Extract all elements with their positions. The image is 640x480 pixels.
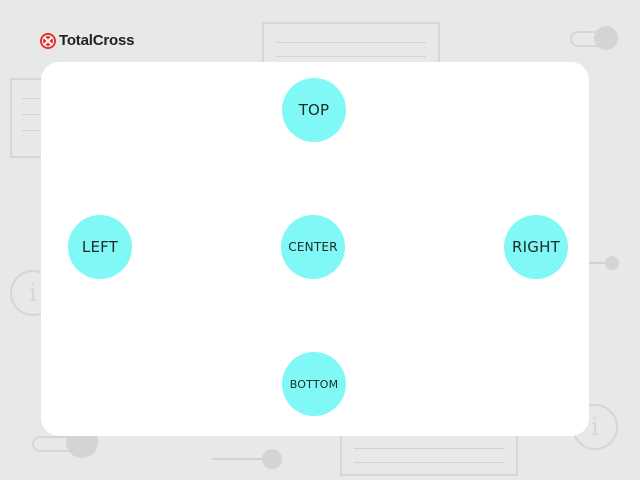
left-button[interactable]: LEFT — [68, 215, 132, 279]
bottom-button[interactable]: BOTTOM — [282, 352, 346, 416]
main-card: TOP LEFT CENTER RIGHT BOTTOM — [41, 62, 589, 436]
brand-logo: TotalCross — [40, 32, 134, 49]
right-button[interactable]: RIGHT — [504, 215, 568, 279]
bg-document-bottom — [340, 434, 518, 476]
bg-slider-icon — [212, 458, 274, 460]
top-button[interactable]: TOP — [282, 78, 346, 142]
bg-slider-icon-right — [588, 262, 614, 264]
bg-slider-knob-right — [605, 256, 619, 270]
center-button[interactable]: CENTER — [281, 215, 345, 279]
totalcross-logo-icon — [40, 32, 56, 49]
bg-toggle-knob — [594, 26, 618, 50]
bg-slider-knob — [262, 449, 282, 469]
brand-name: TotalCross — [59, 32, 135, 49]
